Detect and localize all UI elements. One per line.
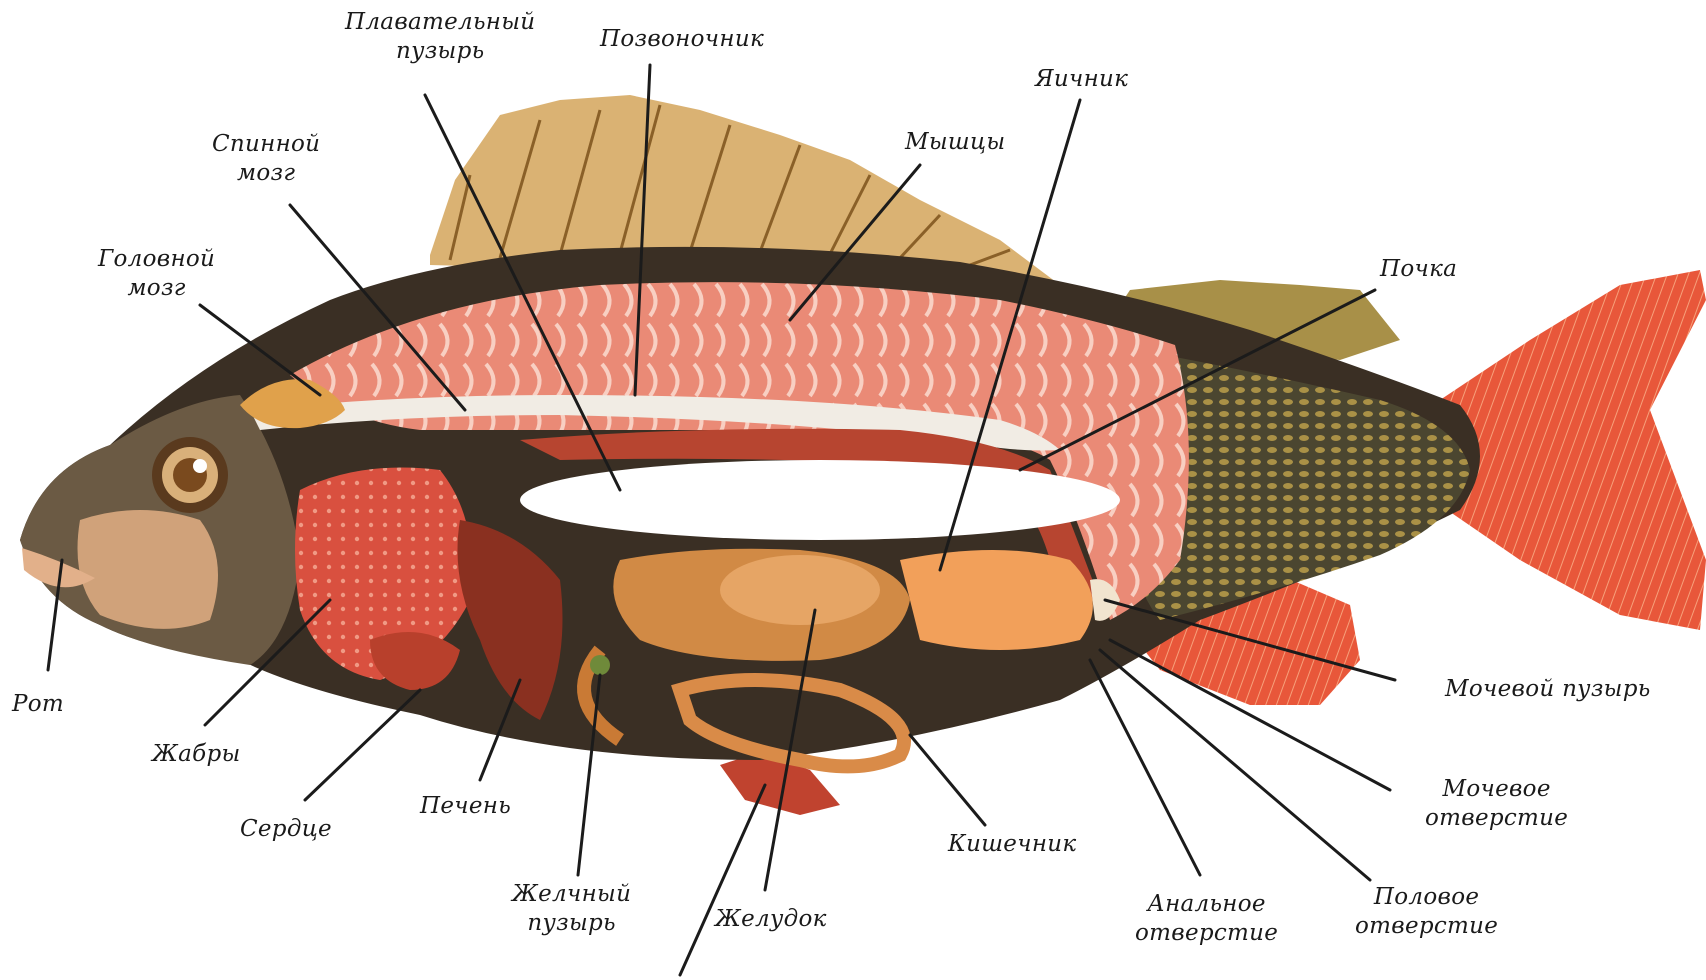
label-stomach: Желудок [715,905,827,934]
gall-bladder [590,655,610,675]
label-urinary-bladder: Мочевой пузырь [1445,675,1651,704]
leader-pelvic [680,785,765,975]
tail-fin [1440,270,1706,630]
label-spine: Позвоночник [600,25,764,54]
label-ovary: Яичник [1035,65,1128,94]
label-heart: Сердце [240,815,332,844]
ovary [900,550,1093,650]
leader-heart [305,690,420,800]
label-liver: Печень [420,792,511,821]
label-gills: Жабры [152,740,241,769]
label-kidney: Почка [1380,255,1457,284]
leader-intestine [910,735,985,825]
label-mouth: Рот [12,690,64,719]
label-intestine: Кишечник [948,830,1076,859]
cheek [78,510,219,629]
leader-anal-opening [1090,660,1200,875]
label-muscles: Мышцы [905,128,1005,157]
